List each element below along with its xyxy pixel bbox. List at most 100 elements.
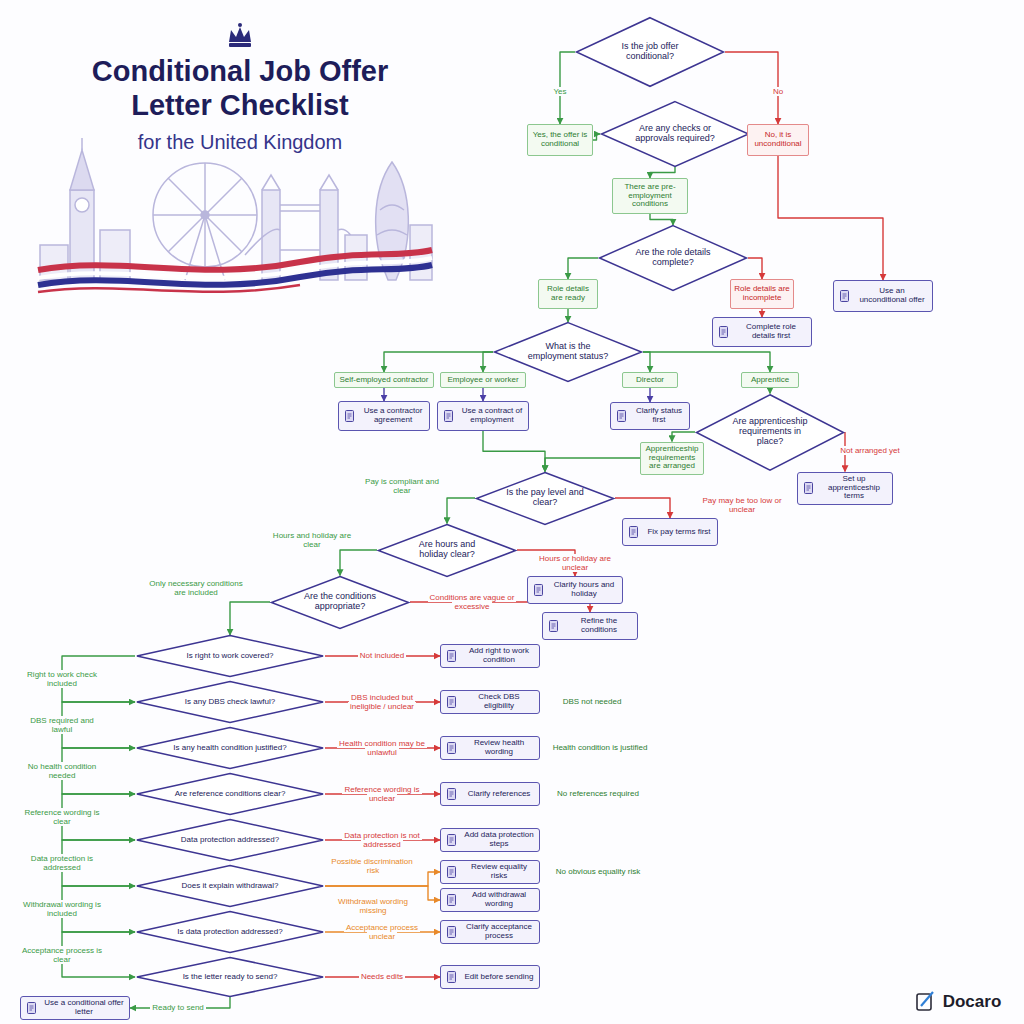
icon-lines [807, 486, 811, 490]
edge-label-box: Withdrawal wording is included [20, 900, 104, 918]
action-box: Use a conditional offer letter [20, 996, 130, 1020]
connector [483, 431, 545, 472]
note-box: No obvious equality risk [542, 867, 654, 876]
icon-sheet [618, 411, 626, 422]
icon-sheet [535, 585, 543, 596]
node-text: Complete role details first [735, 323, 807, 341]
node-text: Review equality risks [463, 863, 535, 881]
node-text: Use a conditional offer letter [43, 999, 125, 1017]
action-box: Clarify hours and holiday [527, 576, 623, 604]
document-icon [446, 742, 458, 754]
edge-label: Reference wording is clear [22, 808, 101, 826]
icon-sheet [448, 743, 456, 754]
diamond-shape [137, 865, 323, 906]
document-icon [548, 620, 560, 632]
node-text: Is any DBS check lawful? [173, 698, 287, 706]
connector [230, 602, 270, 635]
document-icon [26, 1002, 38, 1014]
outcome-box: Apprentice [741, 372, 799, 388]
decision-diamond: Are apprenticeship requirements in place… [695, 394, 845, 471]
edge-label-box: Not included [334, 651, 430, 660]
connector [447, 498, 475, 524]
icon-lines [450, 654, 454, 658]
edge-label-box: Conditions are vague or excessive [426, 593, 518, 611]
edge-label: Data protection is addressed [29, 854, 95, 872]
connector [672, 432, 695, 442]
edge-label: DBS required and lawful [28, 716, 96, 734]
document-icon [803, 482, 815, 494]
document-icon [628, 526, 640, 538]
outcome-box: Self-employed contractor [334, 372, 434, 388]
icon-sheet [448, 927, 456, 938]
edge-label: DBS included but ineligible / unclear [348, 693, 416, 711]
connector [340, 550, 377, 576]
edge-label: Pay may be too low or unclear [700, 496, 783, 514]
node-text: Clarify status first [633, 407, 685, 425]
edge-label-box: Reference wording is unclear [334, 785, 430, 803]
node-text: Add data protection steps [463, 831, 535, 849]
action-box: Edit before sending [440, 965, 540, 989]
edge-label-box: Needs edits [334, 972, 430, 981]
subtitle: for the United Kingdom [136, 131, 345, 153]
document-icon [446, 650, 458, 662]
document-icon [839, 290, 851, 302]
action-box: Use an unconditional offer [833, 280, 933, 312]
diamond-shape [378, 524, 515, 576]
node-text: Use a contract of employment [460, 407, 524, 425]
connector [325, 872, 440, 886]
node-text: Employee or worker [447, 376, 518, 385]
node-text: There are pre-employment conditions [616, 183, 684, 209]
node-text: Add right to work condition [463, 647, 535, 665]
edge-label-box: No [758, 87, 798, 96]
decision-diamond: Does it explain withdrawal? [135, 865, 325, 907]
node-text: Edit before sending [465, 973, 534, 982]
watermark: Docaro [941, 992, 1004, 1011]
icon-lines [620, 414, 624, 418]
outcome-box: Employee or worker [440, 372, 526, 388]
decision-diamond: Are hours and holiday clear? [377, 524, 517, 577]
node-text: Apprenticeship requirements are arranged [644, 445, 700, 471]
node-text: Set up apprenticeship terms [820, 475, 888, 502]
diamond-shape [577, 18, 724, 87]
icon-sheet [445, 411, 453, 422]
icon-lines [537, 588, 541, 592]
node-text: Is right to work covered? [173, 652, 287, 660]
icon-lines [450, 898, 454, 902]
edge-label: Hours and holiday are clear [271, 531, 353, 549]
edge-label-box: Hours and holiday are clear [270, 531, 354, 549]
edge-label: Ready to send [150, 1003, 206, 1012]
diamond-shape [137, 635, 323, 676]
skyline [40, 138, 432, 280]
action-box: Add withdrawal wording [440, 888, 540, 912]
node-text: Check DBS eligibility [463, 693, 535, 711]
document-icon [446, 834, 458, 846]
edge-label: Hours or holiday are unclear [537, 554, 613, 572]
node-text: Clarify hours and holiday [550, 581, 618, 599]
edge-label: Conditions are vague or excessive [428, 593, 517, 611]
connector [643, 352, 650, 372]
document-icon [446, 788, 458, 800]
edge-label-box: Right to work check included [20, 670, 104, 688]
node-text: Director [636, 376, 664, 385]
connector [649, 388, 650, 402]
note-label: DBS not needed [561, 697, 624, 706]
edge-label-box: Data protection is addressed [20, 854, 104, 872]
note-label: Health condition is justified [551, 743, 650, 752]
action-box: Add right to work condition [440, 644, 540, 668]
connector [650, 167, 675, 178]
icon-sheet [448, 835, 456, 846]
edge-label-box: Withdrawal wording missing [323, 897, 423, 915]
connector [650, 214, 673, 225]
note-box: DBS not needed [542, 697, 642, 706]
icon-sheet [448, 697, 456, 708]
node-text: Are hours and holiday clear? [405, 540, 489, 559]
icon-lines [30, 1006, 34, 1010]
watermark-box: Docaro [934, 992, 1010, 1012]
diamond-shape [137, 911, 323, 952]
note-box: No references required [542, 789, 654, 798]
icon-sheet [28, 1003, 36, 1014]
outcome-box: Director [622, 372, 678, 388]
decision-diamond: Are the conditions appropriate? [270, 576, 410, 629]
edge-label: Right to work check included [25, 670, 99, 688]
